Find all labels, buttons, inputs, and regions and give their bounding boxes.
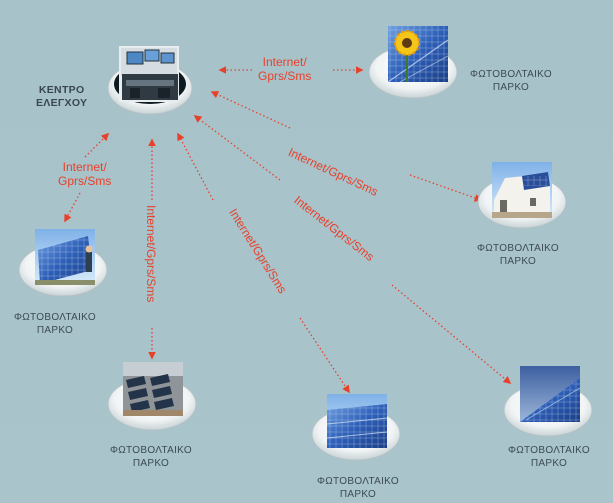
park-label-bottom-left-line1: ΦΩΤΟΒΟΛΤΑΙΚΟ — [110, 445, 192, 456]
park-label-right: ΦΩΤΟΒΟΛΤΑΙΚΟ ΠΑΡΚΟ — [477, 242, 559, 268]
park-node-bottom-right — [503, 366, 593, 437]
park-label-bottom-center-line1: ΦΩΤΟΒΟΛΤΑΙΚΟ — [317, 476, 399, 487]
park-label-top-right-line1: ΦΩΤΟΒΟΛΤΑΙΚΟ — [470, 69, 552, 80]
park-node-top-right — [368, 26, 458, 99]
solar-panel-with-technician-icon — [35, 229, 95, 285]
sunflower-solar-panel-icon — [387, 26, 449, 83]
control-center-label: ΚΕΝΤΡΟ ΕΛΕΓΧΟΥ — [36, 84, 87, 110]
park-label-bottom-center: ΦΩΤΟΒΟΛΤΑΙΚΟ ΠΑΡΚΟ — [317, 475, 399, 501]
solar-panel-sky-icon — [520, 366, 581, 422]
park-label-bottom-left-line2: ΠΑΡΚΟ — [132, 458, 170, 469]
hillside-solar-array-icon — [123, 362, 183, 416]
park-label-bottom-center-line2: ΠΑΡΚΟ — [339, 489, 377, 500]
solar-panel-array-icon — [326, 394, 388, 448]
link-label-bottom-left-text: Internet/Gprs/Sms — [144, 205, 158, 303]
link-line-left-a — [84, 132, 110, 158]
link-label-top-right-line2: Gprs/Sms — [258, 69, 312, 83]
link-line-bottom-center-b — [299, 317, 350, 394]
link-label-top-right: Internet/ Gprs/Sms — [258, 55, 311, 83]
park-label-left-line1: ΦΩΤΟΒΟΛΤΑΙΚΟ — [14, 312, 96, 323]
link-line-left-b — [64, 192, 81, 223]
park-node-bottom-center — [311, 394, 401, 461]
link-line-bottom-center-a — [177, 132, 214, 201]
park-label-left-line2: ΠΑΡΚΟ — [36, 325, 74, 336]
park-node-right — [477, 162, 567, 229]
park-label-top-right: ΦΩΤΟΒΟΛΤΑΙΚΟ ΠΑΡΚΟ — [470, 68, 552, 94]
link-line-bottom-right-b — [391, 284, 512, 384]
park-label-bottom-right: ΦΩΤΟΒΟΛΤΑΙΚΟ ΠΑΡΚΟ — [508, 444, 590, 470]
link-label-left-line1: Internet/ — [62, 160, 107, 174]
park-label-top-right-line2: ΠΑΡΚΟ — [492, 82, 530, 93]
park-label-bottom-right-line2: ΠΑΡΚΟ — [530, 458, 568, 469]
control-center-node — [107, 46, 193, 115]
control-center-monitor-icon — [119, 46, 179, 102]
park-node-left — [18, 229, 108, 297]
park-node-bottom-left — [107, 362, 197, 431]
rooftop-solar-building-icon — [492, 162, 552, 218]
park-label-bottom-right-line1: ΦΩΤΟΒΟΛΤΑΙΚΟ — [508, 445, 590, 456]
connection-lines — [64, 66, 512, 394]
link-line-bottom-right-a — [193, 115, 281, 181]
link-line-right-b — [409, 174, 483, 202]
park-label-left: ΦΩΤΟΒΟΛΤΑΙΚΟ ΠΑΡΚΟ — [14, 311, 96, 337]
park-label-right-line1: ΦΩΤΟΒΟΛΤΑΙΚΟ — [477, 243, 559, 254]
link-label-left: Internet/ Gprs/Sms — [58, 160, 111, 188]
link-label-top-right-line1: Internet/ — [262, 55, 307, 69]
control-center-label-line1: ΚΕΝΤΡΟ — [38, 84, 85, 96]
link-label-left-line2: Gprs/Sms — [58, 174, 112, 188]
park-label-right-line2: ΠΑΡΚΟ — [499, 256, 537, 267]
link-label-bottom-left: Internet/Gprs/Sms — [144, 205, 158, 302]
control-center-label-line2: ΕΛΕΓΧΟΥ — [36, 97, 88, 109]
park-label-bottom-left: ΦΩΤΟΒΟΛΤΑΙΚΟ ΠΑΡΚΟ — [110, 444, 192, 470]
